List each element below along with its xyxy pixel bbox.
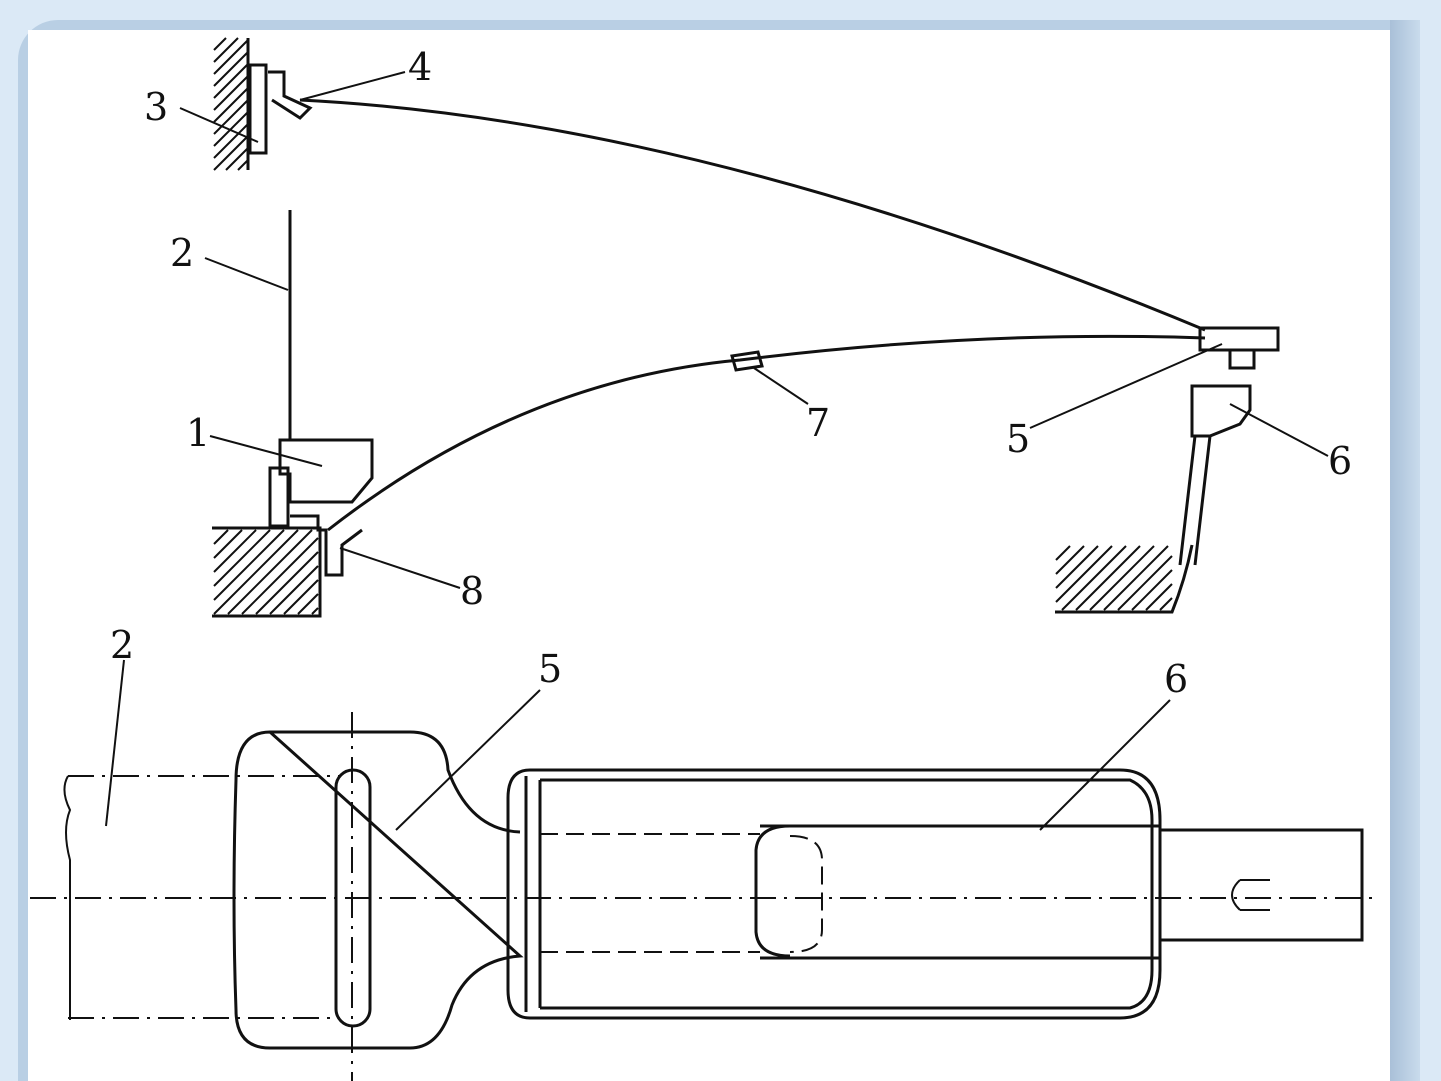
diagram-canvas bbox=[28, 30, 1390, 1081]
label-1: 1 bbox=[186, 411, 210, 455]
label-6-bottom: 6 bbox=[1164, 657, 1188, 701]
label-7: 7 bbox=[806, 401, 830, 445]
label-5-bottom: 5 bbox=[538, 647, 562, 691]
label-3: 3 bbox=[144, 85, 168, 129]
label-2-top: 2 bbox=[170, 231, 194, 275]
label-2-bottom: 2 bbox=[110, 623, 134, 667]
label-4: 4 bbox=[408, 45, 432, 89]
label-8: 8 bbox=[460, 569, 484, 613]
label-6-top: 6 bbox=[1328, 439, 1352, 483]
label-5-top: 5 bbox=[1006, 417, 1030, 461]
